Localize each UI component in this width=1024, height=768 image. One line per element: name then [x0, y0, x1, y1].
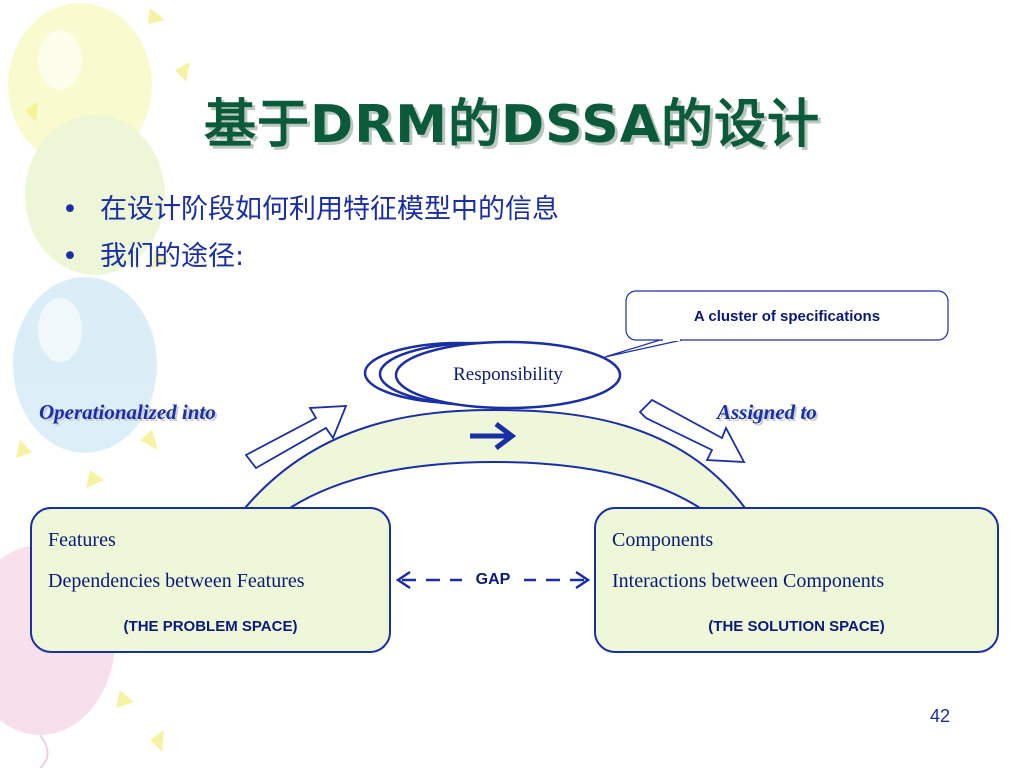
bullet-dot-icon: •	[62, 241, 78, 272]
bullet-dot-icon: •	[62, 194, 78, 225]
arch-band	[242, 408, 747, 509]
problem-space-caption: (THE PROBLEM SPACE)	[123, 618, 298, 635]
slide-title: 基于DRM的DSSA的设计	[204, 95, 820, 155]
bullet-item: • 在设计阶段如何利用特征模型中的信息	[62, 186, 559, 233]
bullet-text: 我们的途径:	[100, 241, 245, 272]
problem-space-box	[30, 507, 391, 653]
bullet-text: 在设计阶段如何利用特征模型中的信息	[100, 194, 559, 225]
feature-dependencies-text: Dependencies between Features	[48, 570, 305, 592]
balloon-green-decoration	[25, 115, 165, 275]
component-interactions-text: Interactions between Components	[612, 570, 885, 592]
operationalized-arrow	[244, 405, 348, 470]
page-number: 42	[930, 706, 951, 726]
solution-space-box	[594, 507, 999, 653]
solution-space-caption: (THE SOLUTION SPACE)	[708, 618, 885, 635]
responsibility-label: Responsibility	[453, 364, 563, 385]
balloon-blue-decoration	[13, 277, 157, 453]
bullet-item: • 我们的途径:	[62, 233, 559, 280]
operationalized-label: Operationalized into	[39, 400, 216, 424]
components-text: Components	[612, 529, 714, 551]
bullet-list: • 在设计阶段如何利用特征模型中的信息 • 我们的途径:	[62, 186, 559, 280]
gap-label: GAP	[475, 571, 511, 588]
features-text: Features	[48, 529, 116, 551]
responsibility-ellipse	[394, 340, 622, 410]
callout-box	[625, 290, 949, 341]
callout-text: A cluster of specifications	[693, 308, 881, 325]
arrow-right-icon	[470, 422, 517, 450]
assigned-arrow	[638, 398, 746, 463]
assigned-label: Assigned to	[717, 400, 817, 424]
